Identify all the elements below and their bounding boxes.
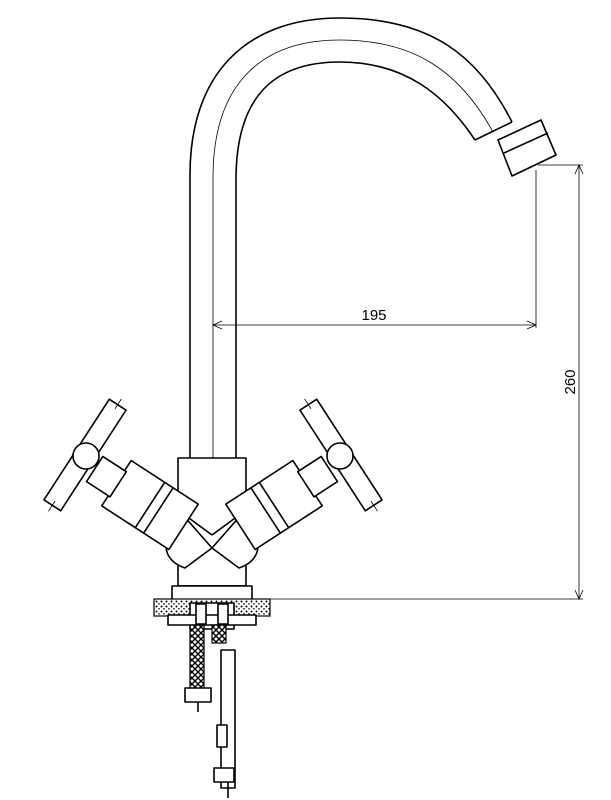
dimension-height: 260: [268, 164, 584, 600]
deck-mounting: [153, 598, 271, 630]
right-handle: [211, 398, 383, 569]
supply-hoses: [184, 624, 227, 712]
left-handle: [43, 398, 213, 569]
spout-aerator: [497, 119, 557, 177]
dimension-reach: 195: [212, 170, 537, 330]
spout: [189, 17, 557, 460]
dimension-height-label: 260: [562, 369, 579, 394]
mounting-rod: [213, 649, 236, 798]
dimension-reach-label: 195: [361, 307, 386, 324]
